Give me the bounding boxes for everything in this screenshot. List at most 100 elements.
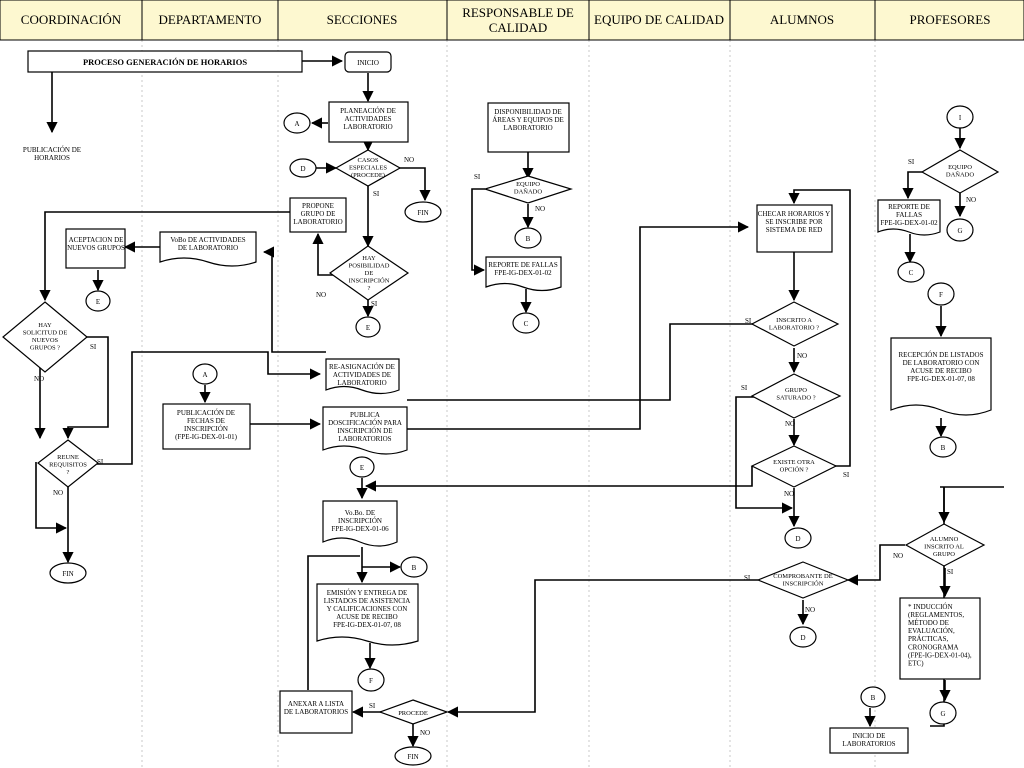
svg-text:FIN: FIN (417, 209, 428, 217)
svg-text:D: D (800, 634, 805, 642)
swimlane-dividers (141, 40, 876, 768)
connector-b-2: B (514, 227, 542, 249)
svg-text:A: A (202, 371, 207, 379)
lane-header-coordinacion: COORDINACIÓN (21, 12, 122, 27)
branch-labels: NO SI NO SI SI NO SI NO SI NO SI NO SI N… (34, 156, 976, 737)
label-si: SI (369, 702, 376, 710)
svg-text:E: E (96, 298, 100, 306)
label-si: SI (745, 317, 752, 325)
label-si: SI (947, 568, 954, 576)
label-no: NO (805, 606, 815, 614)
label-si: SI (373, 190, 380, 198)
connector-i: I (946, 105, 974, 129)
svg-text:I: I (959, 114, 962, 122)
connector-e-2: E (85, 290, 111, 312)
svg-text:* INDUCCIÓN(REGLAMENTOS,MÉTODO: * INDUCCIÓN(REGLAMENTOS,MÉTODO DEEVALUAC… (908, 603, 972, 667)
connector-f-1: F (357, 668, 385, 692)
label-si: SI (474, 173, 481, 181)
svg-text:PROCEDE: PROCEDE (398, 710, 428, 717)
connector-a-1: A (283, 112, 311, 134)
label-si: SI (744, 574, 751, 582)
svg-text:A: A (294, 120, 299, 128)
connector-d-3: D (789, 626, 817, 648)
start-terminator: INICIO (344, 51, 392, 73)
connector-d-2: D (784, 527, 812, 549)
svg-text:C: C (909, 269, 914, 277)
label-si: SI (908, 158, 915, 166)
lane-header-secciones: SECCIONES (327, 12, 398, 27)
svg-text:C: C (524, 320, 529, 328)
fin-terminator-3: FIN (394, 746, 432, 766)
label-no: NO (316, 291, 326, 299)
label-no: NO (34, 375, 44, 383)
label-no: NO (893, 552, 903, 560)
svg-text:D: D (300, 165, 305, 173)
procede-decision: PROCEDE (378, 699, 449, 725)
connector-e-1: E (355, 316, 381, 338)
connector-g-2: G (946, 218, 974, 242)
label-si: SI (90, 343, 97, 351)
lane-header-departamento: DEPARTAMENTO (159, 12, 262, 27)
connector-f-2: F (927, 282, 955, 306)
label-no: NO (966, 196, 976, 204)
svg-text:D: D (795, 535, 800, 543)
swimlane-header: COORDINACIÓN DEPARTAMENTO SECCIONES RESP… (0, 0, 1024, 41)
svg-text:PROCESO GENERACIÓN DE HO: PROCESO GENERACIÓN DE HORARIOS (83, 57, 247, 67)
svg-text:E: E (366, 324, 370, 332)
lane-header-alumnos: ALUMNOS (770, 12, 834, 27)
label-no: NO (784, 490, 794, 498)
connector-a-2: A (192, 363, 218, 385)
label-no: NO (420, 729, 430, 737)
label-no: NO (535, 205, 545, 213)
fin-terminator-2: FIN (49, 562, 87, 584)
label-si: SI (371, 300, 378, 308)
connector-b-3: B (860, 686, 886, 708)
label-si: SI (843, 471, 850, 479)
connectors (34, 55, 1004, 748)
